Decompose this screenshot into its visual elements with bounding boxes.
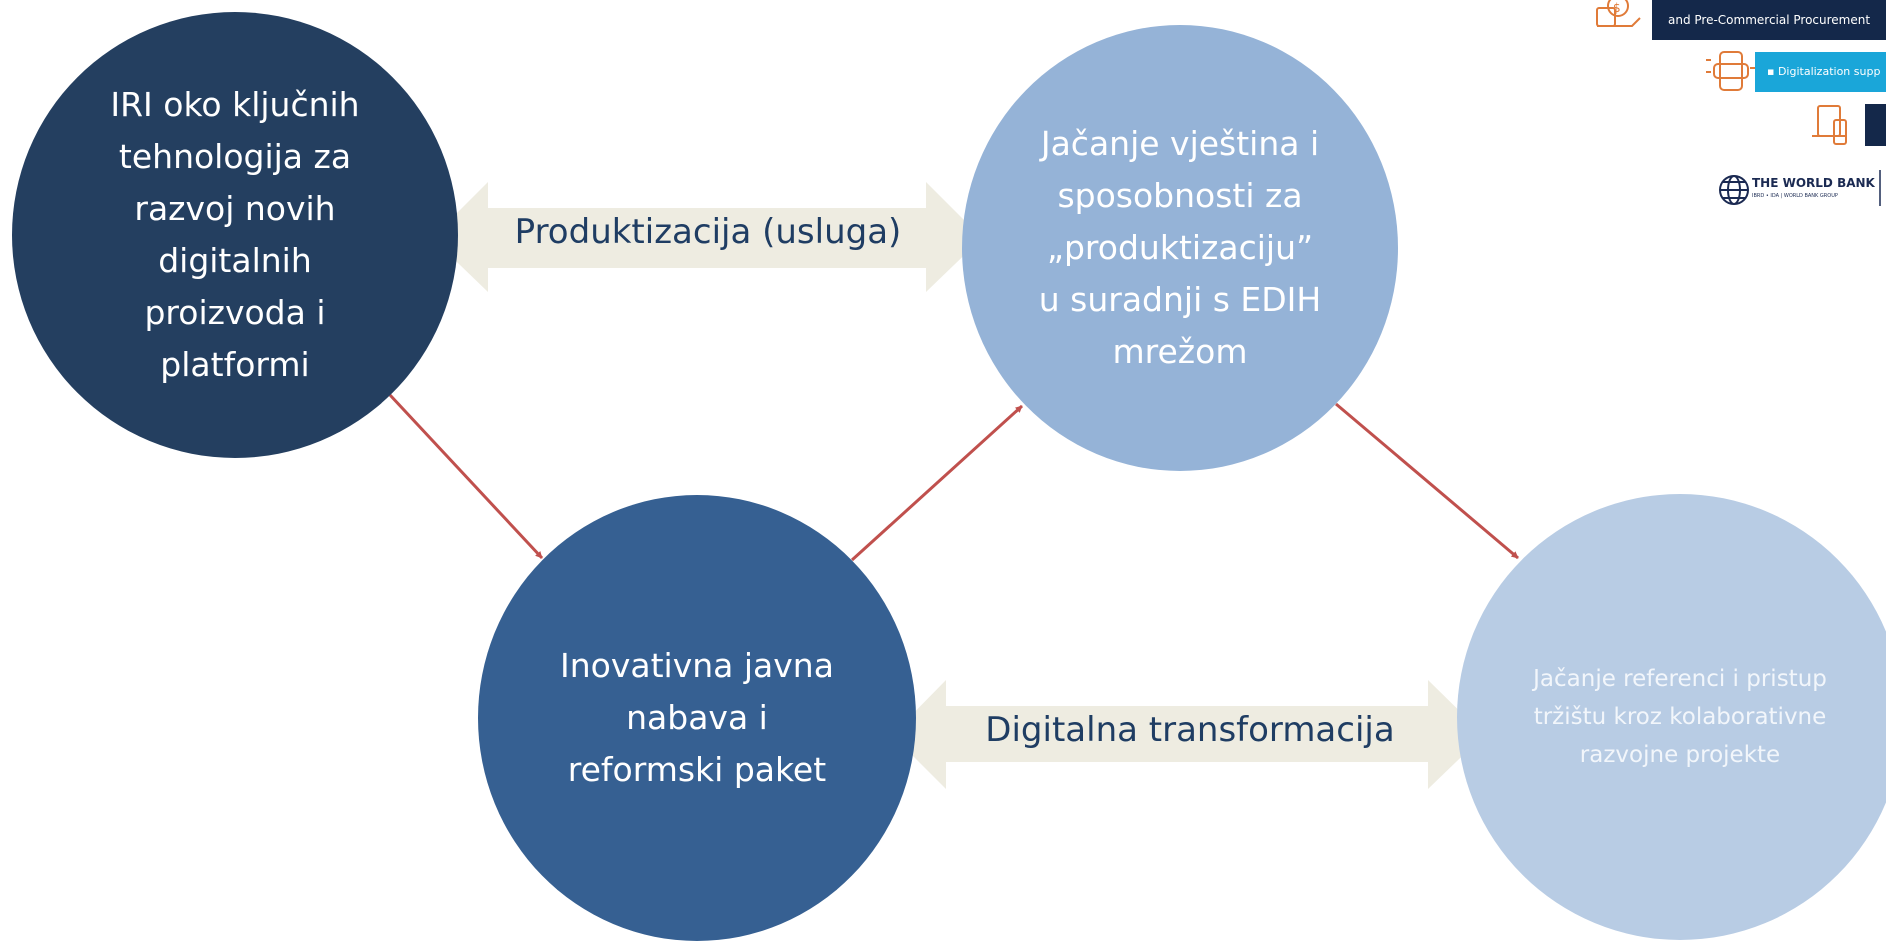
world-bank-logo-subtext: IBRD • IDA | WORLD BANK GROUP [1752, 193, 1838, 199]
node-references: Jačanje referenci i pristup tržištu kroz… [1457, 494, 1886, 940]
corner-header-digitalization: ▪ Digitalization supp [1755, 52, 1886, 92]
node-procurement: Inovativna javna nabava i reformski pake… [478, 495, 916, 941]
node-procurement-label: Inovativna javna nabava i reformski pake… [560, 646, 834, 789]
connector-label-top: Produktizacija (usluga) [514, 212, 902, 252]
corner-header-block [1865, 104, 1886, 146]
double-arrow-bottom [892, 680, 1484, 789]
node-iri: IRI oko ključnih tehnologija za razvoj n… [12, 12, 458, 458]
connector-arrow-skills-to-references [1335, 402, 1519, 560]
svg-text:$: $ [1613, 1, 1621, 15]
devices-icon [1812, 105, 1847, 145]
connector-label-bottom: Digitalna transformacija [985, 710, 1395, 750]
connector-arrow-iri-to-procurement [388, 393, 544, 560]
node-references-label: Jačanje referenci i pristup tržištu kroz… [1533, 666, 1827, 768]
connector-arrow-procurement-to-skills [850, 404, 1024, 562]
money-hand-icon: $ [1596, 0, 1641, 27]
node-iri-label: IRI oko ključnih tehnologija za razvoj n… [110, 85, 360, 384]
node-skills: Jačanje vještina i sposobnosti za „produ… [962, 25, 1398, 471]
phone-notification-icon [1706, 51, 1756, 91]
double-arrow-top [432, 182, 982, 292]
corner-header-procurement: and Pre-Commercial Procurement [1652, 0, 1886, 40]
node-skills-label: Jačanje vještina i sposobnosti za „produ… [1038, 124, 1322, 371]
world-bank-logo-text: THE WORLD BANK [1752, 176, 1875, 190]
globe-icon [1719, 175, 1749, 205]
